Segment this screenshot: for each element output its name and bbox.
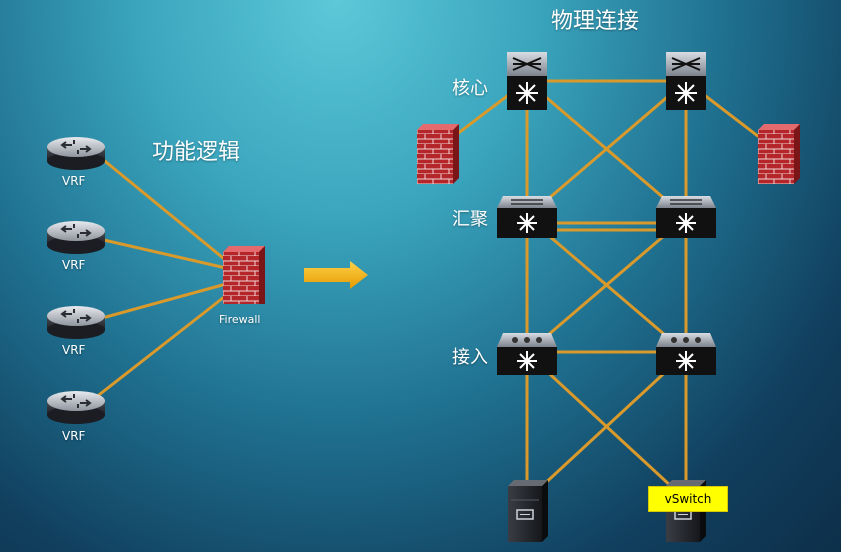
- firewall-icon: [223, 246, 265, 304]
- physical-links: [435, 79, 777, 502]
- router-label: VRF: [62, 429, 86, 443]
- firewall-icon: [758, 124, 800, 184]
- link-core2-agg1: [526, 79, 687, 219]
- router-label: VRF: [62, 343, 86, 357]
- physical-connection-title: 物理连接: [551, 9, 640, 34]
- logical-links: [94, 151, 229, 400]
- logical-function-title: 功能逻辑: [152, 140, 241, 165]
- router-label: VRF: [62, 174, 86, 188]
- vswitch-label: vSwitch: [648, 486, 728, 512]
- link-vrf2-firewall: [94, 236, 227, 270]
- firewall-label: Firewall: [219, 313, 261, 326]
- core-switch-icon: [666, 52, 706, 110]
- tier-label-access: 接入: [452, 347, 488, 368]
- core-switch-icon: [507, 52, 547, 110]
- tier-label-aggregation: 汇聚: [452, 209, 488, 230]
- access-switch-icon: [497, 333, 557, 375]
- router-icon: [47, 221, 105, 254]
- link-acc2-server1: [525, 351, 688, 502]
- router-icon: [47, 391, 105, 424]
- link-vrf4-firewall: [94, 292, 229, 400]
- arrow-right-icon: [304, 261, 368, 289]
- firewall-icon: [417, 124, 459, 184]
- access-switch-icon: [656, 333, 716, 375]
- router-icon: [47, 306, 105, 339]
- link-agg2-acc1: [526, 215, 687, 355]
- tier-label-core: 核心: [452, 78, 488, 99]
- router-label: VRF: [62, 258, 86, 272]
- aggregation-switch-icon: [656, 196, 716, 238]
- aggregation-switch-icon: [497, 196, 557, 238]
- link-vrf1-firewall: [94, 151, 229, 264]
- link-vrf3-firewall: [94, 282, 227, 322]
- server-icon: [508, 480, 548, 542]
- router-icon: [47, 137, 105, 170]
